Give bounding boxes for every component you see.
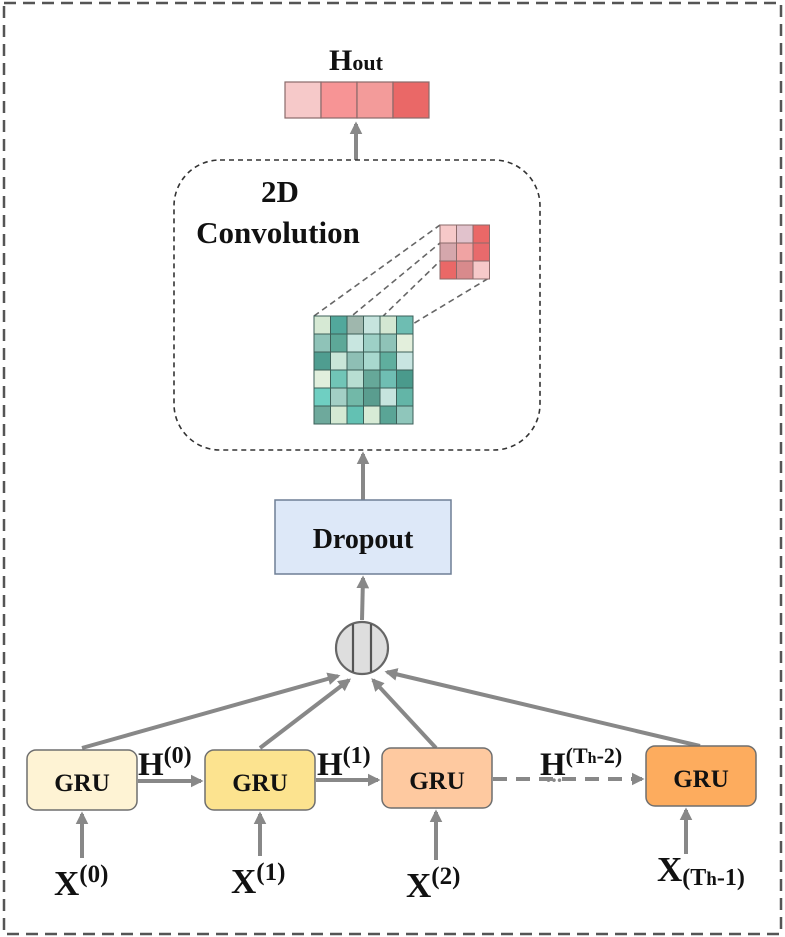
feature-cell [346,333,364,353]
feature-cell [396,315,414,335]
feature-cell [346,369,364,389]
feature-cell [313,333,331,353]
feature-cell [346,351,364,371]
feature-cell [313,405,331,425]
convolution-label-line2: Convolution [196,215,360,250]
feature-cell [363,351,381,371]
kernel-cell [456,260,474,280]
convolution-block [173,159,541,451]
kernel-grid [439,224,490,280]
output-cell [356,81,394,119]
feature-cell [313,369,331,389]
concat-icon [334,620,390,676]
arrow-concat-to-dropout [356,575,370,621]
gru-cell-0-label: GRU [54,770,110,797]
feature-cell [330,351,348,371]
input-label-3: X(Th-1) [657,850,745,891]
output-vector [284,81,430,119]
feature-cell [363,369,381,389]
feature-cell [396,351,414,371]
hidden-label-1: H(1) [317,743,371,783]
kernel-cell [472,260,490,280]
kernel-cell [439,224,457,244]
gru-cell-1: GRU [204,749,316,811]
feature-cell [330,405,348,425]
feature-cell [346,315,364,335]
kernel-cell [439,242,457,262]
feature-cell [379,369,397,389]
output-cell [284,81,322,119]
convolution-label-line1: 2D [261,174,299,209]
output-cell [320,81,358,119]
gru-cell-3-label: GRU [673,766,729,793]
feature-cell [313,351,331,371]
dropout-label: Dropout [313,524,414,555]
kernel-cell [456,242,474,262]
input-label-0: X(0) [54,861,108,903]
kernel-cell [472,224,490,244]
feature-cell [379,405,397,425]
feature-cell [363,387,381,407]
gru-cell-0: GRU [26,749,138,811]
feature-cell [363,315,381,335]
feature-cell [346,405,364,425]
output-label: Hout [329,44,384,77]
output-cell [392,81,430,119]
feature-cell [379,333,397,353]
feature-cell [396,405,414,425]
gru-cell-1-label: GRU [232,770,288,797]
kernel-cell [439,260,457,280]
feature-cell [379,315,397,335]
feature-cell [346,387,364,407]
dropout-box [274,499,452,575]
feature-cell [396,333,414,353]
hidden-label-0: H(0) [138,743,192,783]
input-label-1: X(1) [231,859,285,901]
kernel-cell [472,242,490,262]
gru-cell-3: GRU [645,745,757,807]
feature-cell [379,387,397,407]
input-feature-grid [313,315,414,425]
feature-cell [379,351,397,371]
input-label-2: X(2) [406,863,460,905]
gru-cell-2: GRU [381,747,493,809]
feature-cell [396,387,414,407]
feature-cell [396,369,414,389]
feature-cell [330,387,348,407]
feature-cell [330,315,348,335]
gru-cell-2-label: GRU [409,768,465,795]
feature-cell [313,387,331,407]
feature-cell [330,333,348,353]
feature-cell [330,369,348,389]
feature-cell [363,333,381,353]
arrows-gru-to-concat [81,668,701,750]
hidden-label-2: H(Th-2) [540,743,622,783]
ellipsis: ... [546,762,563,787]
feature-cell [313,315,331,335]
kernel-cell [456,224,474,244]
feature-cell [363,405,381,425]
